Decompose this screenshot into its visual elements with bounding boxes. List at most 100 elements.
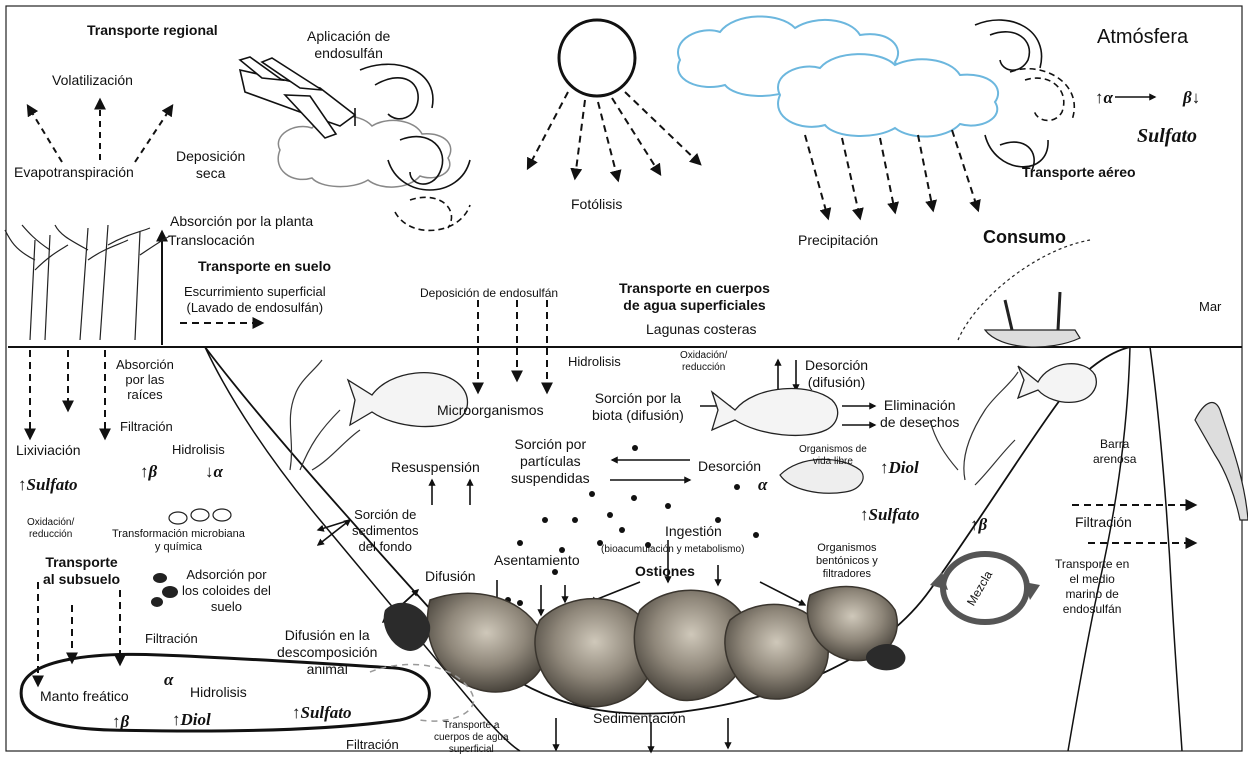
sun: [559, 20, 635, 96]
volatilization-arrows: [28, 100, 172, 162]
chem-up-beta-left: ↑β: [140, 462, 157, 482]
label-escurrimiento: Escurrimiento superficial (Lavado de end…: [184, 284, 326, 316]
diol-symbol: Diol: [181, 710, 211, 729]
clouds: [678, 16, 998, 136]
label-transporte-aereo: Transporte aéreo: [1022, 164, 1136, 181]
label-transporte-cuerpos: Transporte en cuerpos de agua superficia…: [619, 280, 770, 314]
label-hidrolisis-top: Hidrolisis: [568, 355, 621, 368]
sulfato-symbol: Sulfato: [869, 505, 920, 524]
label-filtracion-left: Filtración: [120, 420, 173, 433]
chem-beta-down: β↓: [1183, 88, 1200, 108]
chem-up-diol-right: ↑Diol: [880, 458, 919, 478]
precipitation-arrows: [805, 130, 978, 218]
up-arrow: ↑: [860, 505, 869, 524]
label-filtracion-right: Filtración: [1075, 514, 1132, 531]
label-desorcion-difusion: Desorción (difusión): [805, 357, 868, 391]
fish-group: [348, 364, 1096, 436]
subsoil-filtration-arrows: [38, 582, 120, 685]
label-filtracion-mid: Filtración: [145, 632, 198, 645]
label-evapotranspiracion: Evapotranspiración: [14, 164, 134, 181]
label-sedimentacion: Sedimentación: [593, 710, 686, 727]
chem-up-sulfato-bottom: ↑Sulfato: [292, 703, 352, 723]
label-oxidacion-left: Oxidación/ reducción: [27, 517, 74, 541]
label-difusion: Difusión: [425, 568, 476, 585]
label-filtracion-bottom: Filtración: [346, 738, 399, 751]
up-arrow: ↑: [880, 458, 889, 477]
chem-up-diol-bottom: ↑Diol: [172, 710, 211, 730]
label-transformacion: Transformación microbiana y química: [112, 528, 245, 554]
down-arrow: ↓: [205, 462, 214, 481]
up-arrow: ↑: [140, 462, 149, 481]
chem-alpha-water-table: α: [164, 670, 173, 690]
fishing-boat: [958, 240, 1090, 347]
label-volatilizacion: Volatilización: [52, 72, 133, 89]
label-manto: Manto freático: [40, 688, 129, 705]
sand-bar-right: [1150, 347, 1182, 751]
label-organismos-vida: Organismos de vida libre: [799, 444, 867, 468]
up-arrow: ↑: [1095, 88, 1104, 107]
label-hidrolisis-left: Hidrolisis: [172, 443, 225, 456]
label-transporte-subsuelo: Transporte al subsuelo: [43, 554, 120, 588]
label-eliminacion: Eliminación de desechos: [880, 397, 959, 431]
label-atmosfera: Atmósfera: [1097, 25, 1188, 49]
beta-symbol: β: [149, 462, 158, 481]
label-transporte-regional: Transporte regional: [87, 22, 218, 39]
label-translocacion: Translocación: [168, 232, 255, 249]
label-organismos-bent: Organismos bentónicos y filtradores: [816, 542, 878, 581]
sulfato-symbol: Sulfato: [27, 475, 78, 494]
chem-up-sulfato-left: ↑Sulfato: [18, 475, 78, 495]
up-arrow: ↑: [18, 475, 27, 494]
up-arrow: ↑: [112, 712, 121, 731]
airplane: [240, 57, 355, 138]
up-arrow: ↑: [970, 515, 979, 534]
label-adsorcion: Adsorción por los coloides del suelo: [182, 567, 271, 615]
shark: [1195, 403, 1248, 520]
oyster-shells: [427, 587, 897, 707]
alpha-symbol: α: [214, 462, 223, 481]
down-arrow: ↓: [1192, 88, 1201, 107]
up-arrow: ↑: [292, 703, 301, 722]
label-difusion-descomp: Difusión en la descomposición animal: [277, 627, 377, 678]
label-resuspension: Resuspensión: [391, 459, 480, 476]
label-sorcion-biota: Sorción por la biota (difusión): [592, 390, 684, 424]
label-fotolisis: Fotólisis: [571, 196, 622, 213]
chem-alpha-shrimp: α: [758, 475, 767, 495]
beta-symbol: β: [121, 712, 130, 731]
label-ingestion: Ingestión: [665, 523, 722, 540]
label-sorcion-particulas: Sorción por partículas suspendidas: [511, 436, 590, 487]
chem-down-alpha-left: ↓α: [205, 462, 223, 482]
dry-deposition-cloud: [278, 116, 451, 187]
photolysis-arrows: [528, 92, 700, 180]
label-lagunas: Lagunas costeras: [646, 321, 757, 338]
leaching-arrows: [30, 350, 105, 438]
microbes: [169, 509, 231, 524]
beta-symbol: β: [1183, 88, 1192, 107]
beta-symbol: β: [979, 515, 988, 534]
label-mar: Mar: [1199, 300, 1221, 313]
label-transporte-marino: Transporte en el medio marino de endosul…: [1055, 557, 1129, 617]
label-aplicacion: Aplicación de endosulfán: [307, 28, 390, 62]
chem-sulfato-atm: Sulfato: [1137, 124, 1197, 148]
label-transporte-suelo: Transporte en suelo: [198, 258, 331, 275]
label-deposicion-seca: Deposición seca: [176, 148, 245, 182]
chem-up-sulfato-right: ↑Sulfato: [860, 505, 920, 525]
sulfato-symbol: Sulfato: [301, 703, 352, 722]
chem-up-alpha: ↑α: [1095, 88, 1113, 108]
alpha-symbol: α: [1104, 88, 1113, 107]
label-absorcion-raices: Absorción por las raíces: [116, 357, 174, 402]
label-oxidacion-top: Oxidación/ reducción: [680, 350, 727, 374]
label-absorcion-planta: Absorción por la planta: [170, 213, 313, 230]
label-ostiones: Ostiones: [635, 563, 695, 580]
sand-bar-left: [1068, 347, 1130, 751]
diol-symbol: Diol: [889, 458, 919, 477]
label-deposicion-endosulfan: Deposición de endosulfán: [420, 287, 558, 300]
label-bioacumulacion: (bioacumulación y metabolismo): [601, 544, 744, 556]
sugarcane: [5, 225, 170, 340]
up-arrow: ↑: [172, 710, 181, 729]
label-microorganismos: Microorganismos: [437, 402, 544, 419]
chem-up-beta-bottom: ↑β: [112, 712, 129, 732]
label-precipitacion: Precipitación: [798, 232, 878, 249]
label-sorcion-sedimentos: Sorción de sedimentos del fondo: [352, 507, 418, 555]
label-hidrolisis-bottom: Hidrolisis: [190, 684, 247, 701]
